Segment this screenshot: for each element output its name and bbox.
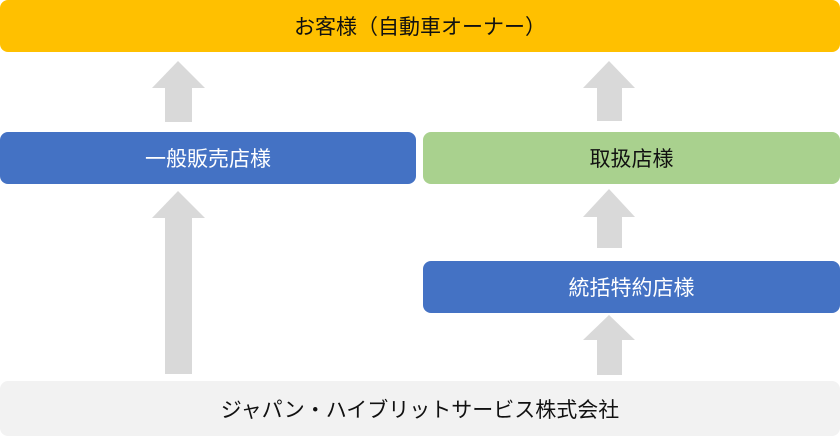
arrow-up-icon xyxy=(583,189,635,248)
arrow-up-icon xyxy=(152,61,205,122)
customer-label: お客様（自動車オーナー） xyxy=(294,15,546,39)
master-dealer-label: 統括特約店様 xyxy=(568,276,695,300)
company-box: ジャパン・ハイブリットサービス株式会社 xyxy=(0,381,840,436)
arrow-up-icon xyxy=(152,191,205,374)
customer-box: お客様（自動車オーナー） xyxy=(0,0,840,52)
handling-dealer-label: 取扱店様 xyxy=(589,147,674,171)
handling-dealer-box: 取扱店様 xyxy=(423,132,840,184)
master-dealer-box: 統括特約店様 xyxy=(423,261,840,313)
company-label: ジャパン・ハイブリットサービス株式会社 xyxy=(220,397,620,422)
general-dealer-label: 一般販売店様 xyxy=(145,147,271,171)
arrow-up-icon xyxy=(583,315,635,375)
arrow-up-icon xyxy=(583,61,635,121)
general-dealer-box: 一般販売店様 xyxy=(0,132,416,184)
